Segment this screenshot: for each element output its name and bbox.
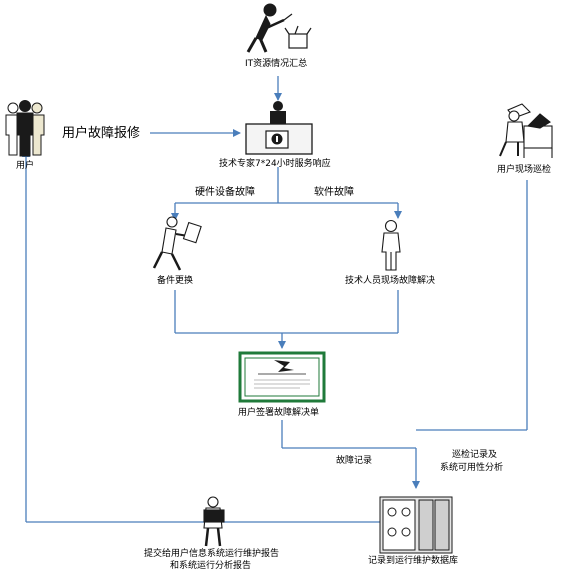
onsite-patrol-label: 用户现场巡检 [497, 165, 552, 175]
user-report-label: 用户故障报修 [62, 126, 141, 141]
hardware-fault-label: 硬件设备故障 [195, 187, 255, 198]
database-server-icon [379, 496, 453, 554]
user-label: 用户 [16, 161, 35, 171]
report-reader-icon [203, 496, 225, 547]
report-label-1: 提交给用户信息系统运行维护报告 [144, 549, 280, 559]
spare-replace-label: 备件更换 [157, 276, 194, 286]
tech-onsite-label: 技术人员现场故障解决 [345, 276, 436, 286]
it-summary-figure-icon [246, 3, 312, 53]
tech-person-icon [381, 219, 401, 271]
it-summary-label: IT资源情况汇总 [245, 59, 308, 69]
db-record-label: 记录到运行维护数据库 [368, 556, 459, 566]
software-fault-label: 软件故障 [314, 187, 354, 198]
expert-desk-icon [245, 101, 313, 155]
onsite-patrol-icon [499, 103, 553, 158]
spare-replace-figure-icon [152, 216, 202, 271]
sign-sheet-label: 用户签署故障解决单 [238, 408, 320, 418]
patrol-record-label-1: 巡检记录及 [452, 450, 498, 460]
report-label-2: 和系统运行分析报告 [170, 561, 252, 571]
expert-label: 技术专家7*24小时服务响应 [219, 159, 331, 169]
patrol-record-label-2: 系统可用性分析 [440, 463, 504, 473]
user-group-icon [5, 100, 45, 157]
certificate-icon [238, 351, 326, 403]
fault-record-label: 故障记录 [336, 456, 373, 466]
